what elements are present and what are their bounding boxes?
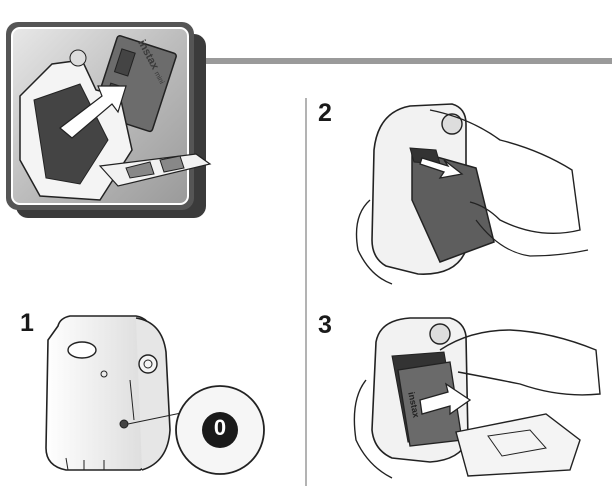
section-icon — [6, 22, 212, 218]
step-3-illustration — [353, 317, 601, 479]
step-number-1: 1 — [20, 309, 34, 337]
step-2-illustration — [355, 103, 589, 285]
header-rule — [206, 58, 612, 64]
counter-badge — [202, 412, 238, 448]
step-number-2: 2 — [318, 99, 332, 127]
step-number-3: 3 — [318, 311, 332, 339]
counter-value: 0 — [213, 415, 227, 440]
step-1-illustration — [45, 315, 265, 475]
